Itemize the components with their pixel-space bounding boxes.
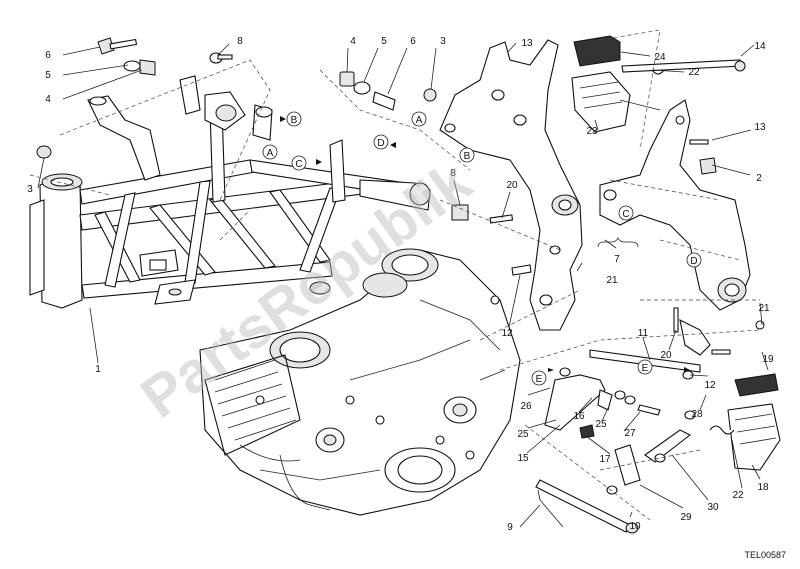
callout-7: 7	[614, 254, 620, 265]
callout-13-right: 13	[754, 122, 766, 133]
callout-4-center: 4	[350, 36, 356, 47]
ref-circle-e2	[637, 359, 653, 375]
ref-label-c2: C	[622, 209, 629, 220]
frame-bolt-washer-stack	[36, 37, 233, 159]
callout-6-center: 6	[410, 36, 416, 47]
ref-label-a2: A	[416, 115, 423, 126]
main-frame	[29, 75, 431, 309]
callout-21-center: 21	[606, 275, 618, 286]
callout-29: 29	[680, 512, 692, 523]
callout-14: 14	[754, 41, 766, 52]
callout-22-top: 22	[688, 67, 700, 78]
callout-16: 16	[573, 411, 585, 422]
callout-1: 1	[95, 364, 101, 375]
callout-5-left: 5	[45, 70, 51, 81]
dashed-guide-lines	[29, 29, 761, 521]
callout-24: 24	[654, 52, 666, 63]
ref-label-e2: E	[642, 363, 649, 374]
ref-circle-b1	[286, 111, 302, 127]
callout-25-left: 25	[517, 429, 529, 440]
group-brace-7	[597, 237, 639, 248]
callout-12-right: 12	[704, 380, 716, 391]
callout-20-center: 20	[506, 180, 518, 191]
callout-15: 15	[517, 453, 529, 464]
callout-22-bottom: 22	[732, 490, 744, 501]
callout-3-center: 3	[440, 36, 446, 47]
ref-circle-e1	[531, 370, 547, 386]
ref-label-b1: B	[291, 115, 298, 126]
callout-11: 11	[638, 328, 649, 339]
ref-circle-b2	[459, 147, 475, 163]
callout-4-left: 4	[45, 94, 51, 105]
callout-21-right: 21	[758, 303, 770, 314]
reference-markers: A B C D A B C D E E	[262, 111, 702, 386]
ref-label-d2: D	[690, 256, 697, 267]
callout-3-left: 3	[27, 184, 33, 195]
ref-circle-d2	[686, 252, 702, 268]
ref-circle-a2	[411, 111, 427, 127]
ref-label-a1: A	[267, 148, 274, 159]
callout-5-center: 5	[381, 36, 387, 47]
engine-block	[199, 248, 521, 516]
callout-2: 2	[756, 173, 762, 184]
callout-18: 18	[757, 482, 769, 493]
callout-27: 27	[624, 428, 636, 439]
callout-26: 26	[520, 401, 532, 412]
rearset-bracket-right	[599, 99, 751, 311]
drawing-code: TEL00587	[744, 550, 786, 560]
rearset-bracket-left	[439, 35, 665, 331]
pivot-rod-14	[621, 59, 746, 73]
ref-label-d1: D	[377, 138, 384, 149]
callout-25-right: 25	[595, 419, 607, 430]
callout-17: 17	[599, 454, 611, 465]
callout-30: 30	[707, 502, 719, 513]
callout-numbers: 6 5 4 8 3 1 4 5 6 3 8 20 12 13 24 22 14 …	[27, 36, 774, 533]
callout-6-left: 6	[45, 50, 51, 61]
ref-circle-c1	[291, 155, 307, 171]
ref-circle-a1	[262, 144, 278, 160]
callout-8-top: 8	[237, 36, 243, 47]
ref-circle-d1	[373, 134, 389, 150]
callout-23: 23	[586, 126, 598, 137]
shift-brake-linkage	[535, 307, 781, 534]
ref-label-e1: E	[536, 374, 543, 385]
callout-8-center: 8	[450, 168, 456, 179]
ref-label-c1: C	[295, 159, 302, 170]
callout-9: 9	[507, 522, 513, 533]
leader-lines	[37, 42, 769, 528]
callout-19: 19	[762, 354, 774, 365]
callout-28: 28	[691, 409, 703, 420]
callout-12-center: 12	[501, 328, 513, 339]
ref-circle-c2	[618, 205, 634, 221]
callout-13-top: 13	[521, 38, 533, 49]
center-hardware	[339, 71, 532, 276]
callout-10: 10	[629, 521, 641, 532]
callout-20-right: 20	[660, 350, 672, 361]
ref-label-b2: B	[464, 151, 471, 162]
